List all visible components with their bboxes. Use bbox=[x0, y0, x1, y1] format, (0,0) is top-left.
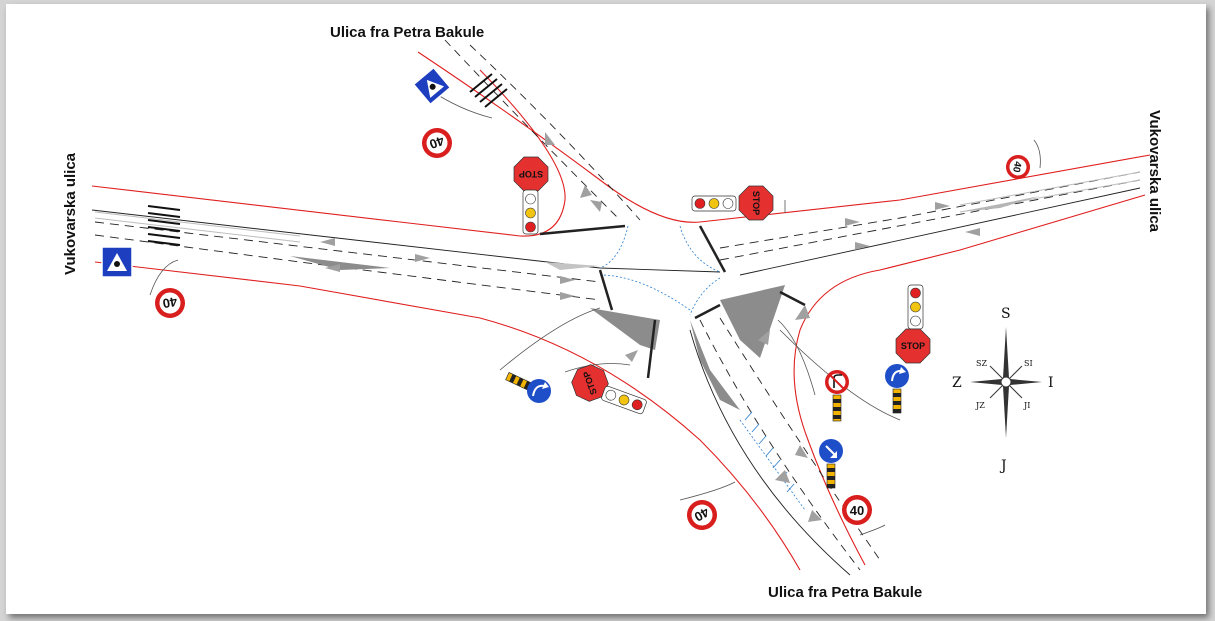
lane-arrows bbox=[320, 132, 980, 522]
pedestrian-crossing-sign-west bbox=[101, 246, 133, 278]
speed-limit-sign-e: 40 bbox=[1006, 155, 1030, 179]
street-label-south: Ulica fra Petra Bakule bbox=[768, 584, 922, 601]
sign-pointers bbox=[149, 89, 1041, 536]
pedestrian-crossing-sign-north bbox=[412, 66, 452, 106]
street-label-north: Ulica fra Petra Bakule bbox=[330, 24, 484, 41]
traffic-light-southeast bbox=[907, 284, 924, 330]
stop-sign-east: STOP bbox=[738, 185, 774, 221]
hatched-strips bbox=[94, 171, 1141, 243]
compass-northwest-label: SZ bbox=[976, 359, 987, 368]
curb-paths bbox=[599, 225, 806, 511]
diagram-frame bbox=[6, 4, 1206, 614]
keep-right-sign-south bbox=[819, 439, 843, 489]
speed-limit-text: 40 bbox=[427, 133, 446, 152]
compass-west-label: Z bbox=[952, 375, 962, 391]
compass-south-label: J bbox=[999, 458, 1007, 474]
compass-southeast-label: JI bbox=[1023, 401, 1030, 410]
compass-rose: S J Z I SZ SI JZ JI bbox=[952, 306, 1054, 474]
traffic-islands bbox=[290, 196, 1040, 410]
traffic-light-north bbox=[522, 189, 539, 235]
keep-right-sign-west bbox=[505, 372, 551, 403]
road-edges bbox=[91, 51, 1151, 571]
speed-limit-text: 40 bbox=[850, 503, 864, 518]
street-label-east: Vukovarska ulica bbox=[1146, 110, 1163, 233]
speed-limit-sign-w: 40 bbox=[155, 288, 185, 318]
stop-sign-north: STOP bbox=[513, 156, 549, 192]
crosswalk-north bbox=[469, 73, 508, 108]
speed-limit-sign-nw: 40 bbox=[422, 128, 452, 158]
stop-sign-southeast: STOP bbox=[895, 328, 931, 364]
lane-lines bbox=[91, 39, 1141, 576]
stop-text: STOP bbox=[751, 191, 761, 215]
traffic-light-east bbox=[691, 195, 737, 212]
keep-right-sign-east bbox=[885, 364, 909, 414]
no-turn-sign-south bbox=[825, 370, 849, 422]
compass-northeast-label: SI bbox=[1024, 359, 1033, 368]
stop-lines bbox=[539, 224, 806, 379]
street-label-west: Vukovarska ulica bbox=[62, 152, 79, 275]
stop-text: STOP bbox=[519, 169, 543, 179]
crosswalk-west bbox=[147, 205, 181, 246]
speed-limit-text: 40 bbox=[692, 504, 712, 524]
speed-limit-text: 40 bbox=[161, 294, 178, 311]
compass-southwest-label: JZ bbox=[975, 401, 985, 410]
traffic-light-southwest bbox=[601, 385, 647, 415]
stop-text: STOP bbox=[901, 341, 925, 351]
speed-limit-sign-sw: 40 bbox=[687, 500, 717, 530]
compass-north-label: S bbox=[1001, 306, 1011, 322]
speed-limit-text: 40 bbox=[1010, 160, 1023, 173]
speed-limit-sign-se: 40 bbox=[842, 495, 872, 525]
stop-sign-southwest: STOP bbox=[571, 364, 609, 402]
compass-east-label: I bbox=[1048, 375, 1054, 391]
